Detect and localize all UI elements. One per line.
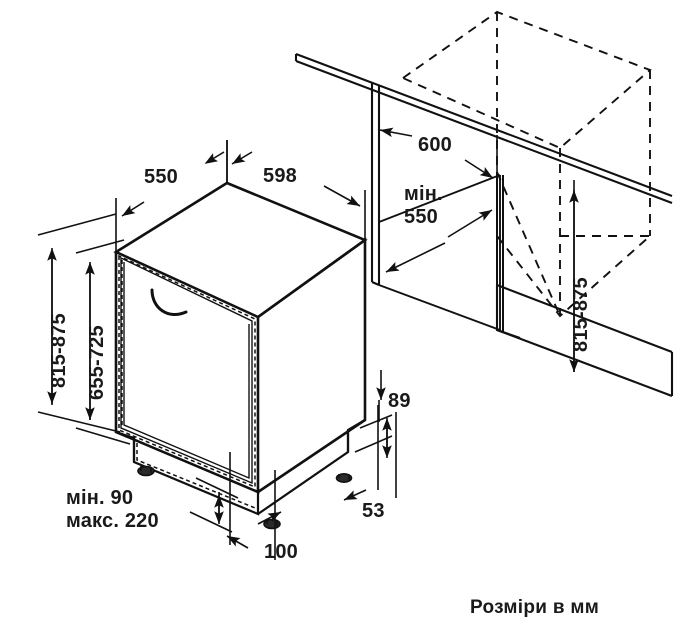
worktop-slab [294,53,673,204]
appliance-door-outline [120,256,253,485]
dim-label-niche-min-value: 550 [404,205,438,228]
dim-53 [343,405,397,501]
dim-label-front-100: 100 [264,541,298,563]
appliance-right-step [257,419,366,515]
dim-label-niche-min-word: мін. [404,183,443,205]
dim-label-niche-min-550: мін. 550 [404,183,443,229]
dim-label-niche-height-815-875: 815-875 [570,277,592,352]
dim-min-550-niche-depth [385,209,493,273]
appliance-side-face [257,237,367,494]
dim-label-height-815-875-left: 815-875 [48,313,70,388]
dim-label-plinth-89: 89 [388,390,411,412]
appliance-foot-rear-right [335,472,353,483]
appliance-door-dashed [118,254,256,489]
dim-label-niche-600: 600 [418,134,452,156]
dim-label-offset-53: 53 [362,500,385,522]
dim-100 [226,452,282,560]
dim-598-width [226,140,366,240]
door-handle-icon [150,288,188,316]
appliance-plinth-dashed [136,443,256,509]
dim-label-plinth-recess: мін. 90 макс. 220 [66,487,159,533]
appliance-plinth-step [115,430,260,516]
appliance-front-face [114,252,260,494]
dim-recess-90-220 [189,477,239,533]
dim-label-recess-max: макс. 220 [66,509,159,532]
units-caption: Розміри в мм [470,597,600,618]
dim-815-875-left [37,213,121,433]
dim-label-recess-min: мін. 90 [66,487,134,509]
dim-655-725 [75,239,131,445]
dim-550-depth [115,140,228,252]
appliance-foot-front-left [137,465,155,477]
dim-600-niche-width [371,82,498,200]
lower-cabinet-carcass [495,284,674,397]
dim-label-width-598: 598 [263,165,297,187]
dim-label-height-655-725: 655-725 [86,325,108,400]
niche-side-panel [370,82,381,286]
dim-label-depth-550: 550 [144,166,178,188]
dim-89 [354,370,393,453]
niche-hidden-outline [401,10,652,318]
